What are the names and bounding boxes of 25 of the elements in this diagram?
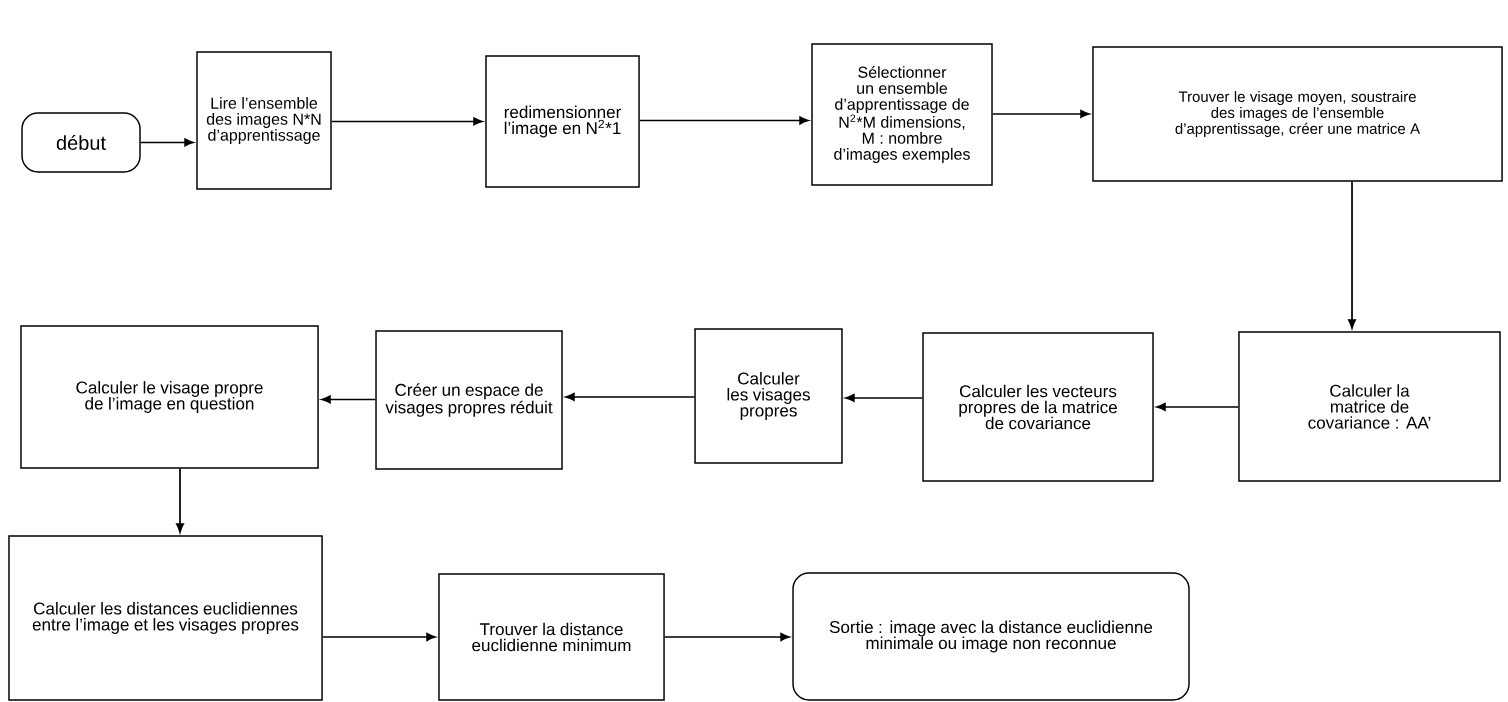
arrow [663,633,790,641]
arrow [1348,180,1356,329]
arrow [321,633,436,641]
arrow [330,117,483,126]
arrow [1156,403,1240,411]
process-box: redimensionner l’image en N$^{2}$*1 [485,55,640,188]
process-box: Créer un espace de visages propres réduit [375,330,563,470]
process-box: Trouver la distance euclidienne minimum [438,573,665,701]
process-box: Lire l’ensemble des images N*N d’apprentissage [196,51,332,190]
terminal-box: Sortie : image avec la distance euclidienne minimale ou image non reconnue [792,572,1190,701]
process-box: Calculer les visages propres [694,328,843,464]
process-box: Calculer le visage propre de l’image en question [20,325,319,469]
arrow [845,394,924,402]
process-box: Calculer les distances euclidiennes entre l’image et les visages propres [8,535,323,701]
process-box: Calculer les vecteurs propres de la matrice de covariance [922,332,1154,482]
arrow [321,395,377,404]
arrow [991,110,1090,118]
process-box: Calculer la matrice de covariance : AA’ [1238,331,1501,482]
arrow [176,467,184,533]
arrow [565,393,696,401]
process-box: Sélectionner un ensemble d’apprentissage de N$^{2}$*M dimensions, M : nombre d’images exemples [811,43,993,186]
terminal-box: début [21,112,141,173]
arrow [638,116,809,125]
process-box: Trouver le visage moyen, soustraire des images de l’ensemble d’apprentissage, créer une matrice A [1092,46,1503,182]
arrow [139,138,194,147]
